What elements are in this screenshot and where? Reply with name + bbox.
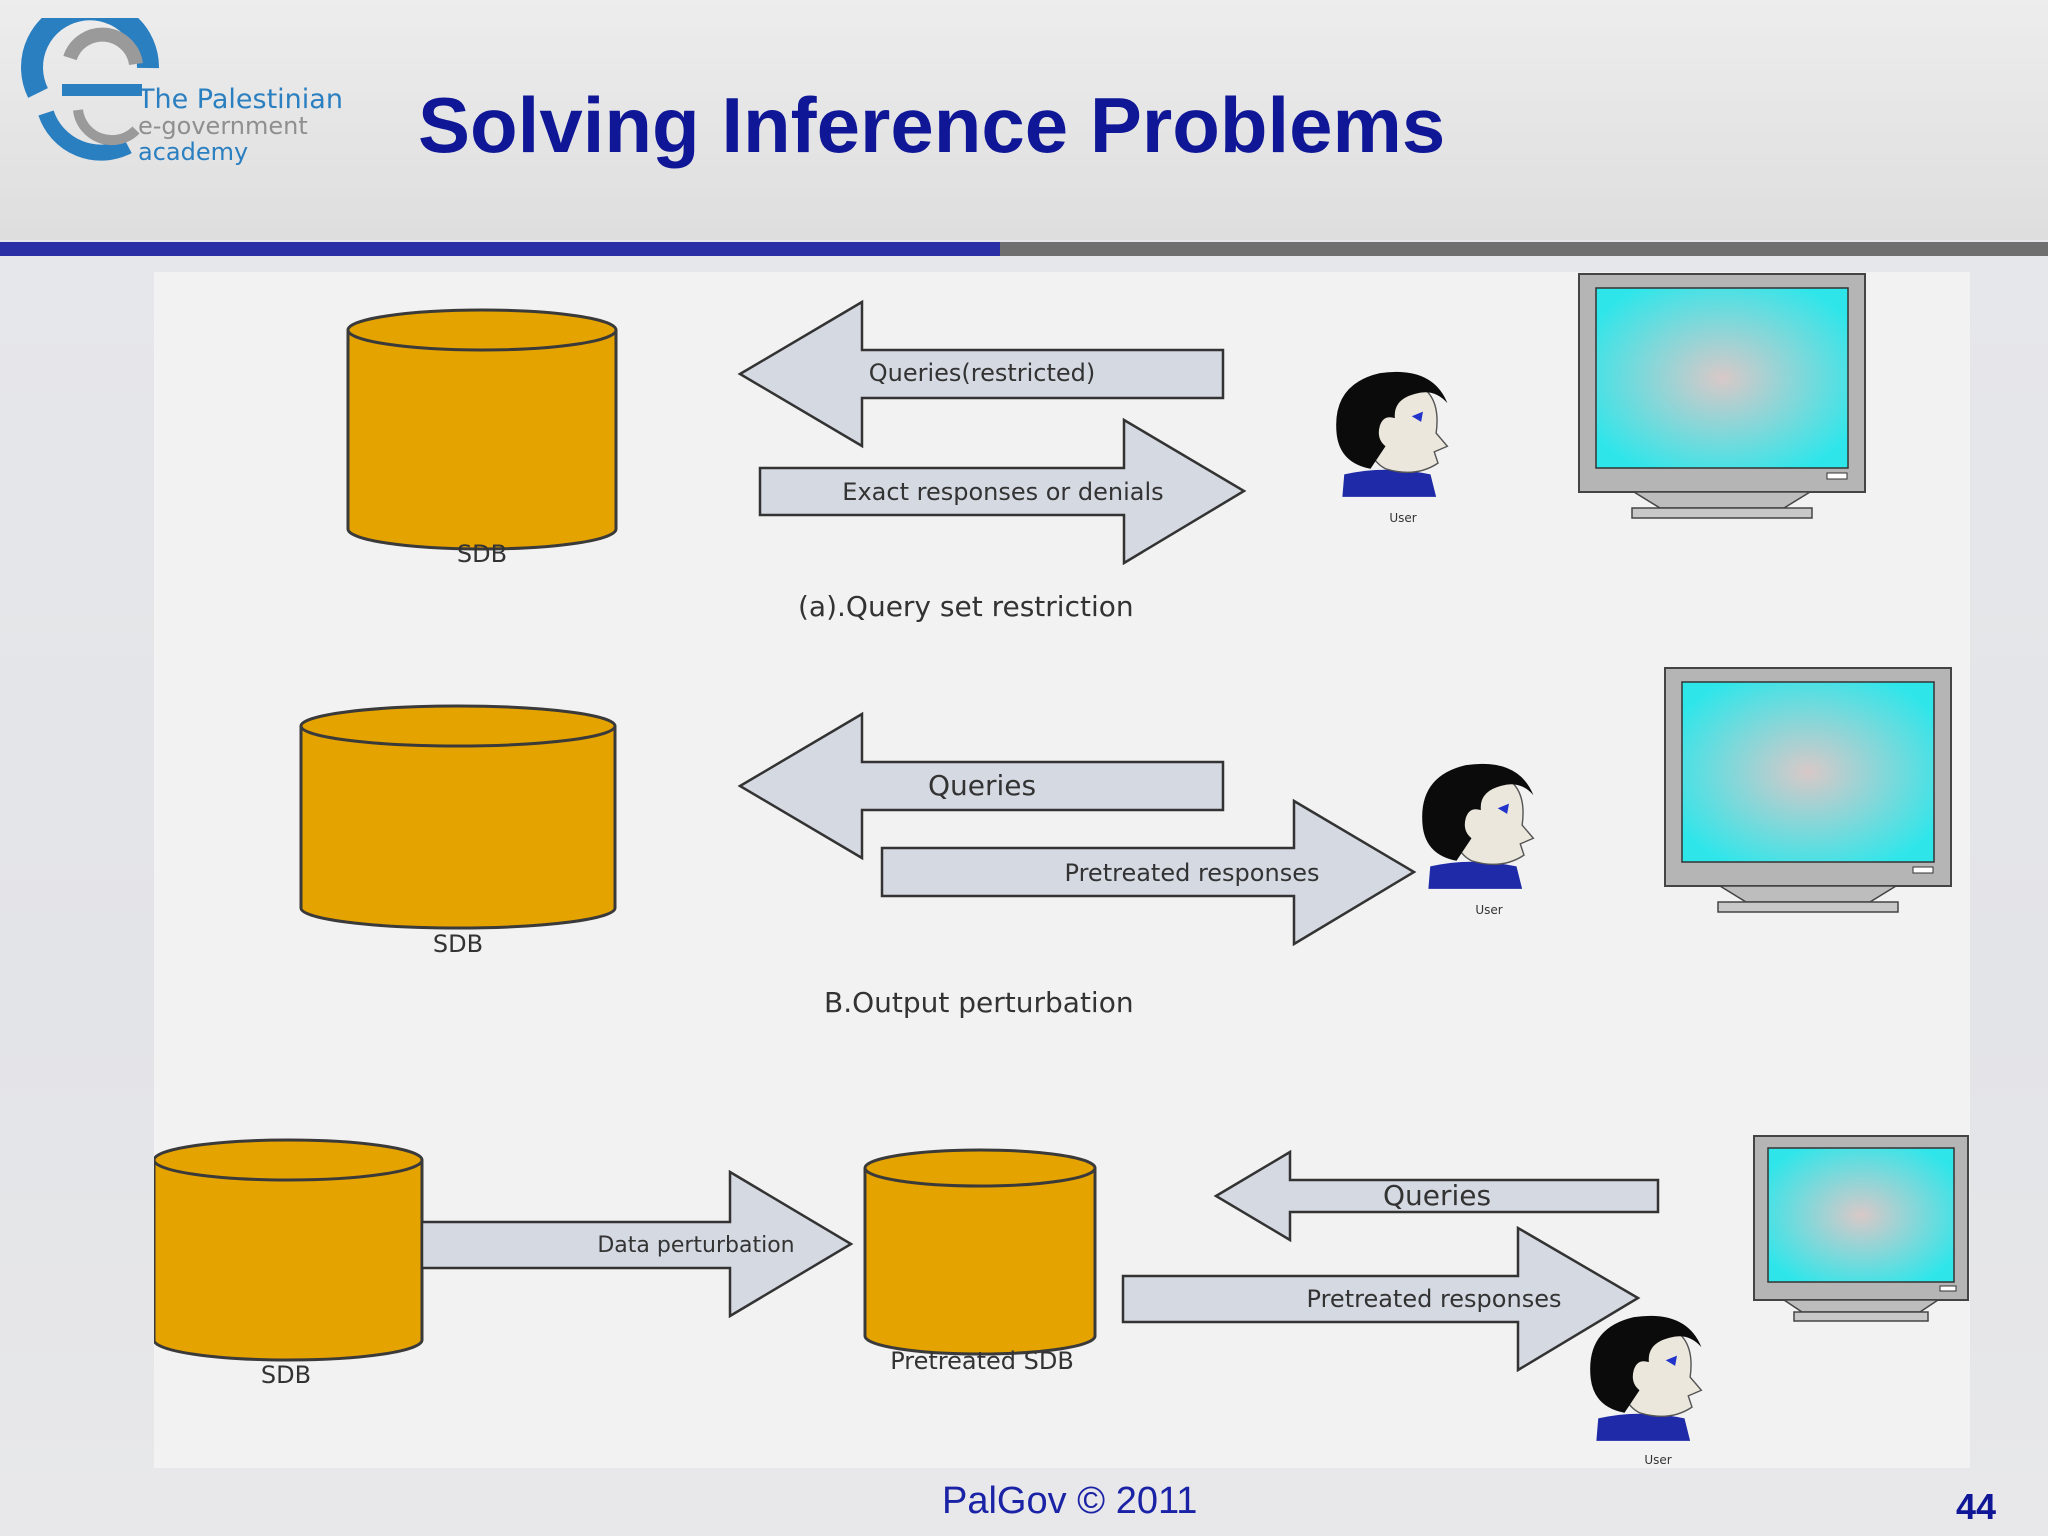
section-c-database [154, 1138, 424, 1362]
header-background [0, 0, 2048, 240]
logo-text-line3: academy [138, 138, 249, 166]
section-a-user-icon [1335, 371, 1449, 498]
section-c-responses-label: Pretreated responses [1307, 1285, 1562, 1313]
section-c-responses-arrow: Pretreated responses [1121, 1225, 1641, 1373]
header-divider-gray [1000, 242, 2048, 256]
section-c-db-label: SDB [261, 1361, 311, 1389]
header-divider-blue [0, 242, 1000, 256]
section-a-caption: (a).Query set restriction [798, 590, 1134, 623]
footer-copyright: PalGov © 2011 [942, 1480, 1198, 1522]
section-a-db-label: SDB [457, 540, 507, 568]
section-c-user-icon [1589, 1315, 1703, 1442]
inference-diagram: SDB Queries(restricted) Exact responses … [154, 273, 1969, 1467]
section-a-queries-label: Queries(restricted) [869, 359, 1096, 387]
section-b-database [299, 704, 617, 930]
section-a-responses-arrow: Exact responses or denials [758, 417, 1247, 566]
section-c-monitor-icon [1753, 1135, 1969, 1322]
section-c-queries-label: Queries [1383, 1179, 1491, 1212]
section-b-responses-label: Pretreated responses [1065, 859, 1320, 887]
diagram-panel: SDB Queries(restricted) Exact responses … [154, 272, 1970, 1468]
section-b-monitor-icon [1664, 667, 1952, 913]
page-number: 44 [1956, 1486, 1997, 1527]
section-b-responses-arrow: Pretreated responses [880, 798, 1417, 947]
section-b-db-label: SDB [433, 930, 483, 958]
section-b-queries-label: Queries [928, 769, 1036, 802]
section-a-responses-label: Exact responses or denials [842, 478, 1163, 506]
section-c-pretreated-db-label: Pretreated SDB [890, 1347, 1074, 1375]
section-a-monitor-icon [1578, 273, 1866, 519]
section-c-perturbation-arrow: Data perturbation [420, 1169, 854, 1319]
section-b-queries-arrow: Queries [737, 711, 1225, 861]
section-a-database [346, 308, 618, 551]
section-b-user-label: User [1475, 903, 1502, 917]
section-c-pretreated-database [863, 1148, 1097, 1356]
logo-text-line1: The Palestinian [138, 84, 343, 115]
section-c-user-label: User [1644, 1453, 1671, 1467]
section-b-user-icon [1421, 763, 1535, 890]
section-a-queries-arrow: Queries(restricted) [737, 299, 1225, 449]
section-a-user-label: User [1389, 511, 1416, 525]
section-b-caption: B.Output perturbation [824, 986, 1134, 1019]
section-c-queries-arrow: Queries [1213, 1149, 1660, 1243]
academy-logo: The Palestinian e-government academy [18, 0, 343, 168]
slide-title: Solving Inference Problems [418, 81, 1446, 169]
section-c-perturbation-label: Data perturbation [597, 1233, 794, 1258]
logo-text-line2: e-government [138, 112, 308, 140]
